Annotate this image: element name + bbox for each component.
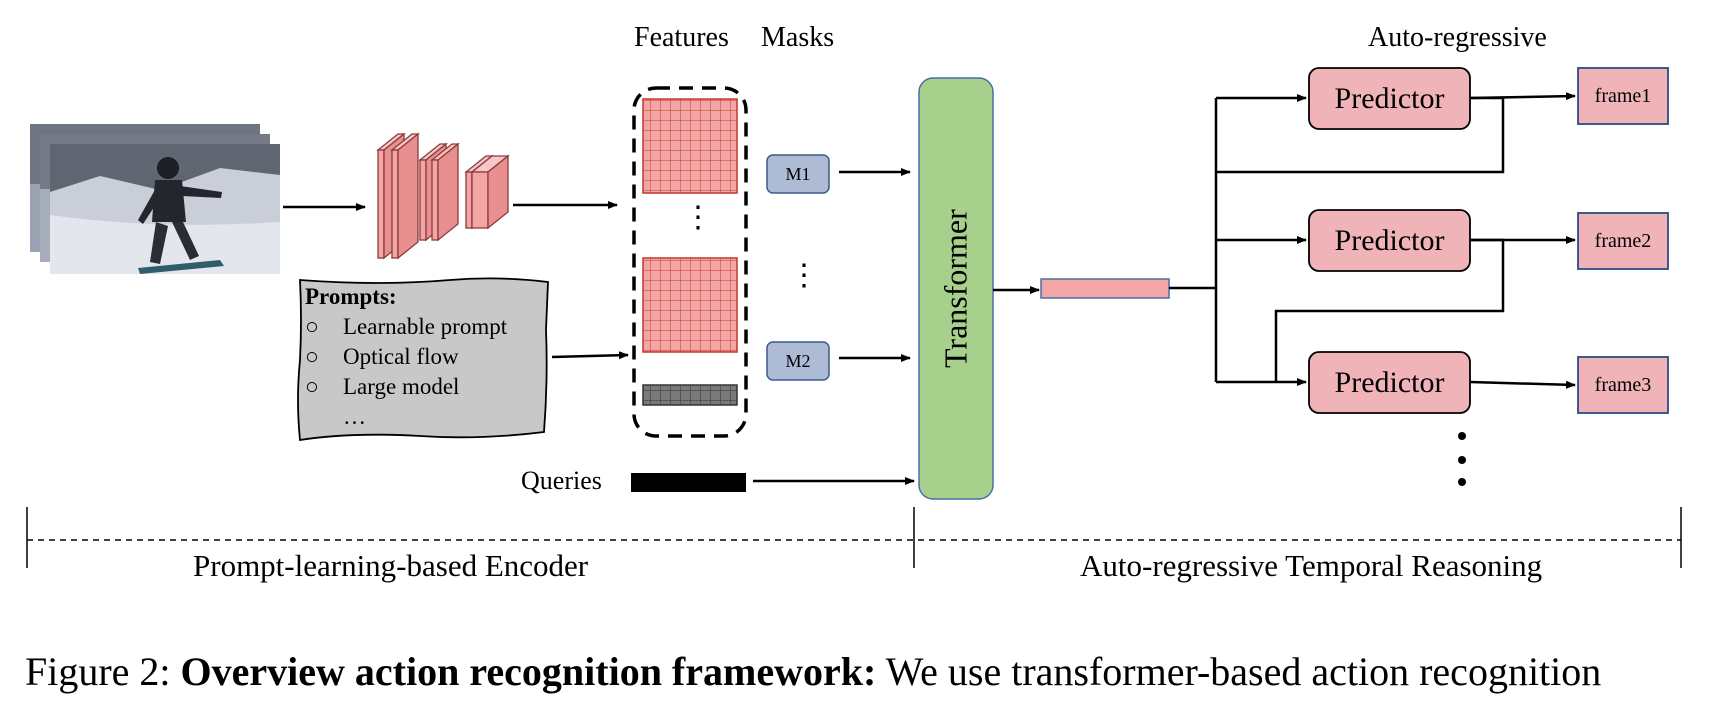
frame2-label: frame2 [1594,229,1652,252]
output-embedding [1040,278,1170,299]
frame2-box [1577,212,1669,270]
feature-map-2 [642,257,738,353]
prompts-panel: Prompts: ○ Learnable prompt ○ Optical fl… [305,282,540,437]
caption-rest: We use transformer-based action recognit… [876,649,1602,694]
prompt-item-more: … [305,402,540,432]
caption-bold: Overview action recognition framework: [180,649,877,694]
prompt-item: ○ Learnable prompt [305,312,540,342]
masks-heading: Masks [761,22,835,53]
transformer-block [918,77,994,500]
mask-m1-box [766,154,830,194]
frame3-box [1577,356,1669,414]
snowboarder-figure [138,157,224,274]
bullet-icon: ○ [305,344,319,369]
bullet-icon: ○ [305,314,319,339]
prompt-item-label: Large model [343,374,460,399]
predictor-1-label: Predictor [1334,81,1445,115]
transformer-label: Transformer [937,209,974,368]
mask-m2-box [766,341,830,381]
queries-label: Queries [521,466,602,495]
features-container [632,86,748,438]
masks-ellipsis: ⋮ [789,259,819,292]
mask-m1-label: M1 [785,163,811,184]
arrow-prompts-to-features [551,351,629,360]
figure-caption: Figure 2: Overview action recognition fr… [25,648,1601,695]
frame3-label: frame3 [1594,373,1652,396]
features-ellipsis: ⋮ [683,201,713,234]
section-label-reasoning: Auto-regressive Temporal Reasoning [1080,548,1543,583]
queries-bar [631,473,746,492]
frame1-box [1577,67,1669,125]
prompt-more-ellipsis: … [343,404,366,429]
prompts-title: Prompts: [305,284,397,309]
bullet-icon: ○ [305,374,319,399]
frame1-label: frame1 [1594,84,1652,107]
predictor-3-label: Predictor [1334,365,1445,399]
mask-m2-label: M2 [785,350,811,371]
predictor-1-box [1308,67,1471,130]
prompt-item: ○ Optical flow [305,342,540,372]
prompt-item: ○ Large model [305,372,540,402]
prompt-item-label: Optical flow [343,344,459,369]
cnn-layer-6 [470,154,510,230]
prompt-item-label: Learnable prompt [343,314,508,339]
prompt-feature-strip [642,384,738,406]
input-video-frames [30,124,280,274]
more-frames-dots [1458,432,1466,486]
section-label-encoder: Prompt-learning-based Encoder [193,548,589,583]
prompts-box-shape [297,277,549,442]
feature-map-1 [642,98,738,194]
video-frame-front [50,144,280,274]
arrow-predictor3-to-frame3 [1469,380,1576,389]
predictor-2-label: Predictor [1334,223,1445,257]
features-heading: Features [634,22,729,53]
cnn-encoder-icon [376,132,510,260]
section-brackets [26,507,1682,568]
arrow-predictor1-to-frame1 [1469,92,1576,101]
cnn-layer-2 [390,132,420,260]
cnn-layer-4 [430,142,460,242]
autoregressive-heading: Auto-regressive [1368,22,1547,53]
caption-prefix: Figure 2: [25,649,181,694]
